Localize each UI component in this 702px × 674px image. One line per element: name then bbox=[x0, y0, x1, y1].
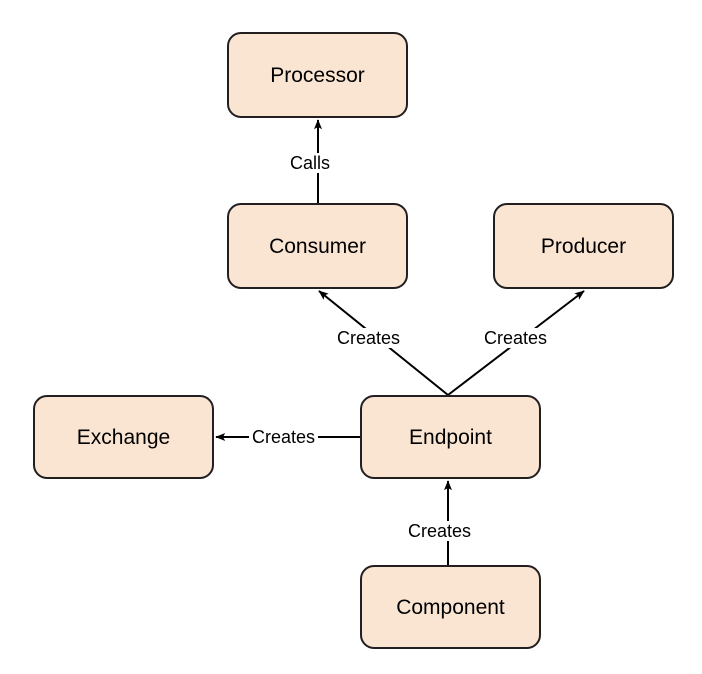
node-producer[interactable]: Producer bbox=[493, 203, 674, 289]
node-producer-label: Producer bbox=[540, 234, 627, 258]
node-endpoint-label: Endpoint bbox=[409, 425, 492, 449]
edge-label-endpoint-creates-consumer: Creates bbox=[334, 328, 404, 348]
node-component[interactable]: Component bbox=[360, 565, 541, 649]
node-consumer-label: Consumer bbox=[269, 234, 366, 258]
node-exchange[interactable]: Exchange bbox=[33, 395, 214, 479]
node-endpoint[interactable]: Endpoint bbox=[360, 395, 541, 479]
node-processor-label: Processor bbox=[270, 63, 365, 87]
node-exchange-label: Exchange bbox=[76, 425, 171, 449]
edge-label-component-creates-endpoint: Creates bbox=[405, 521, 475, 541]
edge-label-endpoint-creates-producer: Creates bbox=[481, 328, 551, 348]
edge-label-endpoint-creates-exchange: Creates bbox=[249, 427, 319, 447]
node-consumer[interactable]: Consumer bbox=[227, 203, 408, 289]
node-component-label: Component bbox=[396, 595, 505, 619]
edge-label-consumer-calls-processor: Calls bbox=[287, 153, 334, 173]
node-processor[interactable]: Processor bbox=[227, 32, 408, 118]
